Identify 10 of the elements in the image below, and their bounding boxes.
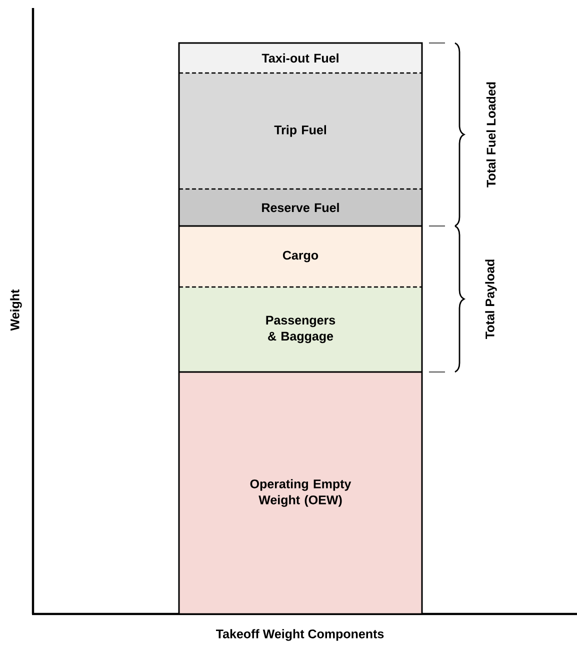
stack-segment: Cargo [179,226,422,287]
stack-segment: Trip Fuel [179,73,422,189]
bracket-label: Total Payload [485,260,497,340]
bracket-label: Total Fuel Loaded [486,82,496,188]
axis-label: Takeoff Weight Components [216,629,384,641]
stack-segment: Operating Empty Weight (OEW) [179,372,422,614]
stack-segment: Passengers & Baggage [179,287,422,372]
stack-segment: Taxi-out Fuel [179,43,422,73]
stack-segment: Reserve Fuel [179,189,422,226]
axis-label: Weight [10,289,22,331]
